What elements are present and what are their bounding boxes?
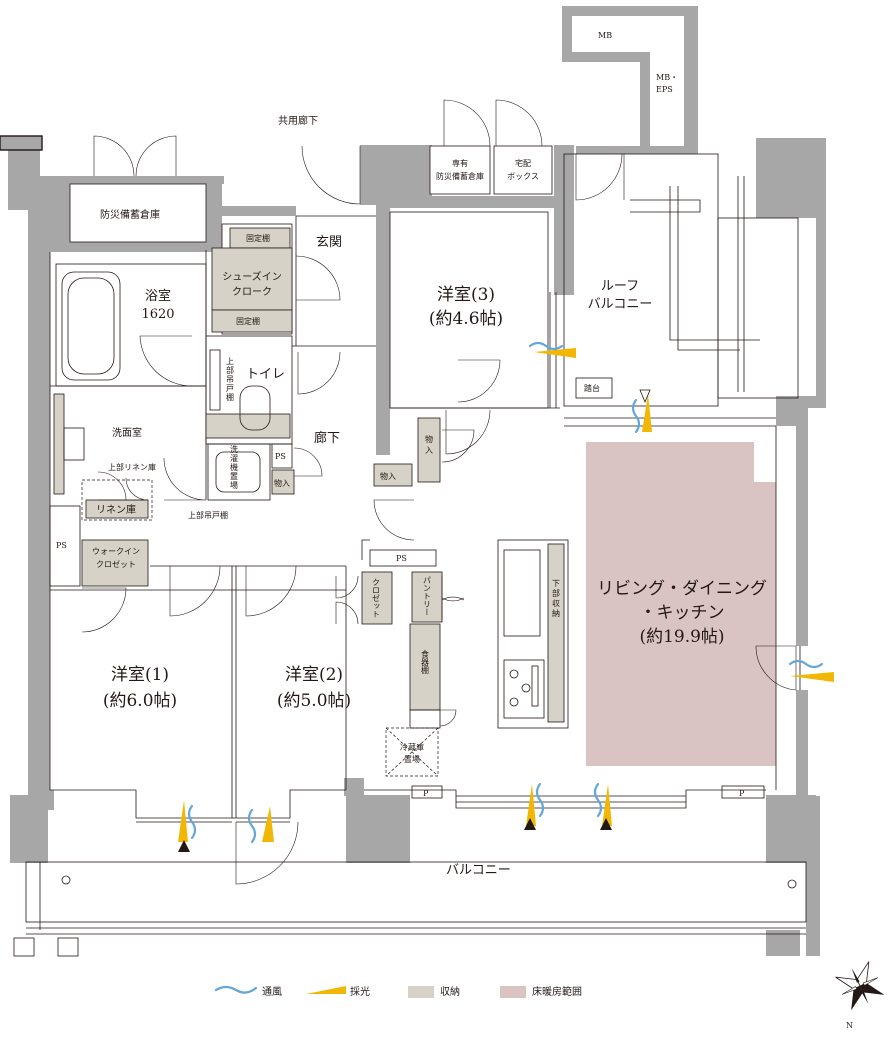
ps-wash-label: PS [275,452,286,461]
mb-label: MB [598,31,612,40]
washing-machine-label: 洗濯機置場 [230,444,238,490]
corridor-label: 共用廊下 [278,114,318,127]
fixed-shelf-bottom-label: 固定棚 [236,316,260,326]
legend-daylight-swatch [306,986,346,994]
p-left-label: P [423,789,429,798]
upper-cabinet-toilet-label: 上部吊戸棚 [226,357,234,402]
storage-wash-label: 物入 [274,478,290,488]
toilet-label: トイレ [246,367,285,382]
entrance-label: 玄関 [316,235,342,250]
walk-in-closet-label: ウォークインクロゼット [92,547,140,569]
compass [835,961,885,1011]
ps-left-label: PS [56,541,67,550]
storage-hall-right-label: 物入 [425,434,433,455]
shoes-in-closet-label: シューズインクローク [222,270,282,298]
western-room-1-label: 洋室(1)(約6.0帖) [103,665,177,711]
western-room-3-label: 洋室(3)(約4.6帖) [429,285,503,329]
linen-label: リネン庫 [96,503,136,516]
daylight-markers [178,348,834,842]
window-arrows [178,389,651,852]
legend-ventilation-label: 通風 [262,986,282,998]
lower-storage-label: 下部収納 [552,579,560,618]
ldk-label: リビング・ダイニング・キッチン(約19.9帖) [597,579,767,647]
fixed-shelf-top-label: 固定棚 [246,233,270,243]
delivery-box-label: 宅配ボックス [507,158,539,181]
ventilation-markers [187,341,824,844]
doors [81,99,797,885]
roof-balcony-label: ルーフバルコニー [588,279,653,312]
mb-eps-label: MB・EPS [656,73,678,94]
closet-label: クロゼット [372,578,381,618]
hallway-label: 廊下 [314,430,340,446]
ps-center-label: PS [396,554,407,563]
compass-north-label: N [846,1021,853,1030]
step-label: 踏台 [584,383,600,393]
western-room-2-label: 洋室(2)(約5.0帖) [277,665,351,711]
walls [0,6,826,956]
storage-hall-left-label: 物入 [380,471,396,481]
legend-floor-heating-label: 床暖房範囲 [532,985,582,998]
legend-daylight-label: 採光 [350,985,370,998]
private-disaster-storage-label: 専有防災備蓄倉庫 [436,158,484,181]
legend-storage-swatch [408,986,434,998]
floor-heating-area [586,442,776,766]
legend-floor-heating-swatch [500,986,526,998]
legend-ventilation-swatch [214,985,258,994]
upper-cabinet-label: 上部吊戸棚 [188,510,228,520]
washroom-label: 洗面室 [112,426,142,439]
fridge-label: 冷蔵庫置場 [400,742,424,764]
cupboard-label: 食器棚 [421,649,430,675]
pantry-label: パントリー [423,576,432,616]
legend: 通風 採光 収納 床暖房範囲 [214,985,582,998]
balcony-label: バルコニー [446,863,511,878]
legend-storage-label: 収納 [440,985,460,998]
partitions [0,135,807,957]
disaster-storage-label: 防災備蓄倉庫 [100,208,160,221]
p-right-label: P [739,789,745,798]
upper-linen-label: 上部リネン庫 [108,462,156,472]
